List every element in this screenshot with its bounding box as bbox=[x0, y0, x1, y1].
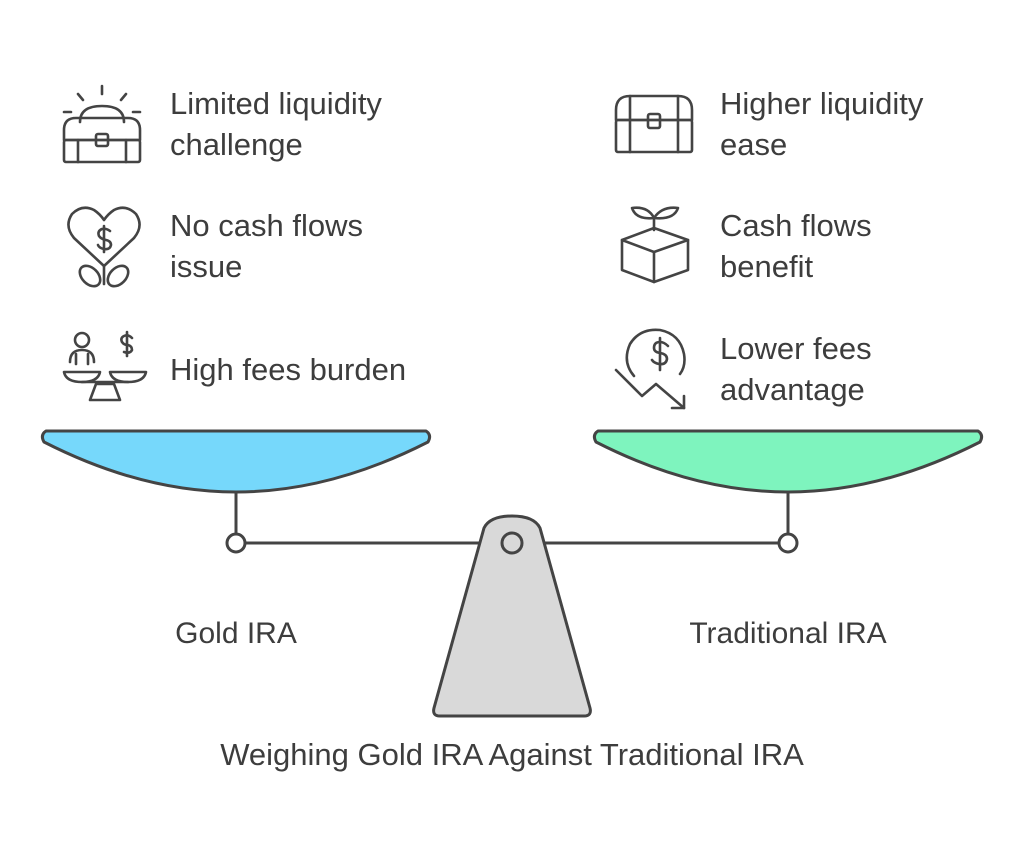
left-item-2-line2: issue bbox=[170, 249, 243, 284]
person-dollar-scale-icon bbox=[62, 330, 148, 402]
left-pan bbox=[40, 429, 432, 494]
left-item-2-line1: No cash flows bbox=[170, 208, 363, 243]
heart-dollar-sprout-icon bbox=[67, 206, 141, 288]
right-pan bbox=[592, 429, 984, 494]
fulcrum-pivot bbox=[500, 531, 524, 555]
left-pivot-joint bbox=[225, 532, 247, 554]
right-item-2-text: Cash flows benefit bbox=[720, 205, 872, 287]
treasure-chest-icon bbox=[614, 94, 694, 154]
left-item-3-text: High fees burden bbox=[170, 349, 406, 390]
right-item-3-line1: Lower fees bbox=[720, 331, 872, 366]
diagram-title: Weighing Gold IRA Against Traditional IR… bbox=[220, 737, 804, 772]
left-item-1-line2: challenge bbox=[170, 127, 303, 162]
left-item-1-text: Limited liquidity challenge bbox=[170, 83, 382, 165]
box-sprout-icon bbox=[620, 206, 690, 284]
left-item-2-text: No cash flows issue bbox=[170, 205, 363, 287]
right-item-2-line1: Cash flows bbox=[720, 208, 872, 243]
right-item-3-line2: advantage bbox=[720, 372, 865, 407]
treasure-chest-shining-icon bbox=[62, 84, 142, 164]
right-item-3-text: Lower fees advantage bbox=[720, 328, 872, 410]
right-item-1-line2: ease bbox=[720, 127, 788, 162]
right-item-1-text: Higher liquidity ease bbox=[720, 83, 923, 165]
right-side-label: Traditional IRA bbox=[689, 617, 887, 650]
left-item-3-line1: High fees burden bbox=[170, 352, 407, 387]
dollar-down-trend-icon bbox=[614, 328, 686, 410]
left-item-1-line1: Limited liquidity bbox=[170, 86, 382, 121]
right-pivot-joint bbox=[777, 532, 799, 554]
right-item-1-line1: Higher liquidity bbox=[720, 86, 924, 121]
right-item-2-line2: benefit bbox=[720, 249, 814, 284]
fulcrum bbox=[432, 514, 592, 718]
left-side-label: Gold IRA bbox=[175, 617, 297, 650]
